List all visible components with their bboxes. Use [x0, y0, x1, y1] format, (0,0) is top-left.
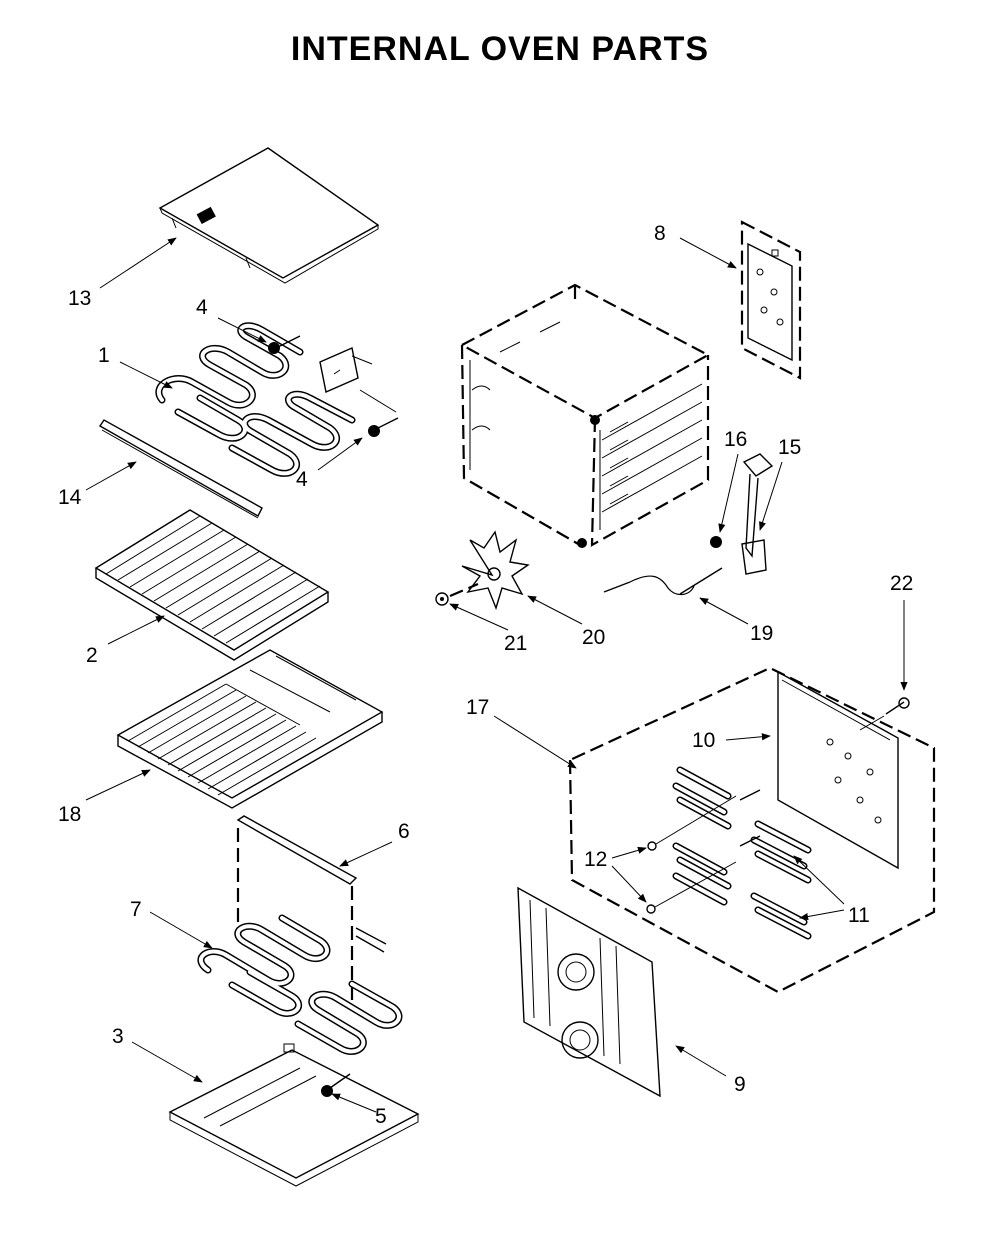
part-8-control-plate[interactable] — [740, 220, 802, 380]
callout-22: 22 — [890, 572, 913, 595]
callout-7: 7 — [130, 898, 142, 921]
part-4-screw-upper[interactable] — [268, 335, 301, 354]
part-10-convection-panel[interactable] — [777, 670, 899, 870]
part-1-broil-element[interactable] — [155, 322, 373, 477]
callout-4-upper: 4 — [196, 296, 208, 319]
callout-15: 15 — [778, 436, 801, 459]
leader-lines — [85, 237, 908, 1113]
callout-9: 9 — [734, 1073, 746, 1096]
callout-4-lower: 4 — [296, 468, 308, 491]
part-16-nut[interactable] — [710, 536, 722, 548]
callout-21: 21 — [504, 632, 527, 655]
callout-3: 3 — [112, 1025, 124, 1048]
page-title: INTERNAL OVEN PARTS — [290, 30, 710, 68]
oven-cavity — [459, 283, 711, 548]
part-22-screw[interactable] — [859, 697, 910, 731]
callout-1: 1 — [98, 344, 110, 367]
part-5-screw[interactable] — [321, 1073, 351, 1097]
callout-2: 2 — [86, 644, 98, 667]
part-17-convection-assembly[interactable] — [568, 666, 936, 994]
callout-labels: 13 4 1 4 14 2 18 6 7 3 5 8 16 15 19 20 2… — [58, 222, 913, 1128]
part-4-screw-lower[interactable] — [359, 389, 399, 437]
part-21-nut[interactable] — [435, 582, 479, 606]
callout-17: 17 — [466, 696, 489, 719]
callout-8: 8 — [654, 222, 666, 245]
callout-20: 20 — [582, 626, 605, 649]
part-7-bake-element[interactable] — [197, 914, 403, 1055]
callout-12: 12 — [584, 848, 607, 871]
part-9-back-panel[interactable] — [517, 886, 661, 1098]
callout-16: 16 — [724, 428, 747, 451]
callout-5: 5 — [375, 1105, 387, 1128]
part-2-oven-rack[interactable] — [94, 509, 330, 661]
callout-19: 19 — [750, 622, 773, 645]
callout-18: 18 — [58, 803, 81, 826]
part-3-bottom-panel[interactable] — [168, 1043, 420, 1187]
callout-13: 13 — [68, 287, 91, 310]
part-18-roller-rack[interactable] — [116, 649, 384, 809]
part-19-wire[interactable] — [603, 567, 723, 596]
part-6-bracket[interactable] — [236, 815, 358, 1000]
part-12-fastener[interactable] — [646, 795, 737, 914]
callout-6: 6 — [398, 820, 410, 843]
callout-11: 11 — [848, 904, 870, 927]
part-14-trim-strip[interactable] — [99, 419, 263, 519]
part-13-top-panel[interactable] — [158, 147, 380, 284]
callout-14: 14 — [58, 486, 82, 509]
callout-10: 10 — [692, 729, 715, 752]
part-11-convection-element[interactable] — [672, 766, 812, 940]
part-15-sensor[interactable] — [741, 453, 774, 575]
part-20-fan-blade[interactable] — [461, 530, 530, 611]
